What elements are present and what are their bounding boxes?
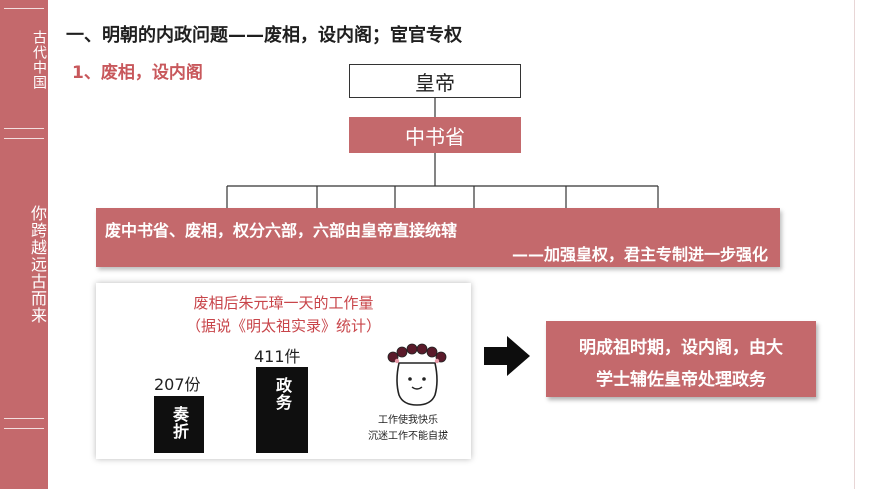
sidebar-bottom-text: 你跨越远古而来 [28,205,47,324]
card-title: 废相后朱元璋一天的工作量 [193,294,374,312]
sidebar-rule [4,128,44,129]
workload-card: 废相后朱元璋一天的工作量 （据说《明太祖实录》统计） 207份 奏折 411件 … [96,283,471,459]
right-border [854,0,855,489]
sidebar-top-text: 古代中国 [31,30,47,90]
caption-line-2: 沉迷工作不能自拔 [368,431,448,442]
page-title: 一、明朝的内政问题——废相，设内阁；宦官专权 [66,25,462,46]
banner-line-1: 废中书省、废相，权分六部，六部由皇帝直接统辖 [105,221,458,240]
reform-banner: 废中书省、废相，权分六部，六部由皇帝直接统辖 ——加强皇权，君主专制进一步强化 [96,208,780,267]
bar-memorials: 奏折 [154,396,204,453]
zhongshu-label: 中书省 [405,124,465,149]
cabinet-callout: 明成祖时期，设内阁，由大 学士辅佐皇帝处理政务 [546,321,816,397]
caption-line-1: 工作使我快乐 [378,415,438,426]
bar-value-affairs: 411件 [254,347,301,366]
bar-affairs: 政务 [256,367,308,453]
sidebar-rule [4,138,44,139]
sidebar-rule-top [4,8,44,9]
zhongshu-box: 中书省 [349,117,521,153]
sidebar-rule [4,428,44,429]
card-source: （据说《明太祖实录》统计） [185,317,381,335]
callout-line-1: 明成祖时期，设内阁，由大 [579,338,783,358]
emperor-box: 皇帝 [349,64,521,98]
callout-line-2: 学士辅佐皇帝处理政务 [596,370,766,390]
right-arrow-icon [484,336,530,376]
bar-value-memorials: 207份 [154,375,201,394]
sidebar: 古代中国 你跨越远古而来 [0,0,48,489]
emperor-label: 皇帝 [415,70,455,95]
sidebar-rule [4,418,44,419]
section-title: 1、废相，设内阁 [72,63,203,83]
happy-worker-icon [387,343,447,406]
banner-line-2: ——加强皇权，君主专制进一步强化 [511,245,768,264]
bar-label-affairs: 政务 [273,377,292,411]
bar-label-memorials: 奏折 [170,406,189,440]
